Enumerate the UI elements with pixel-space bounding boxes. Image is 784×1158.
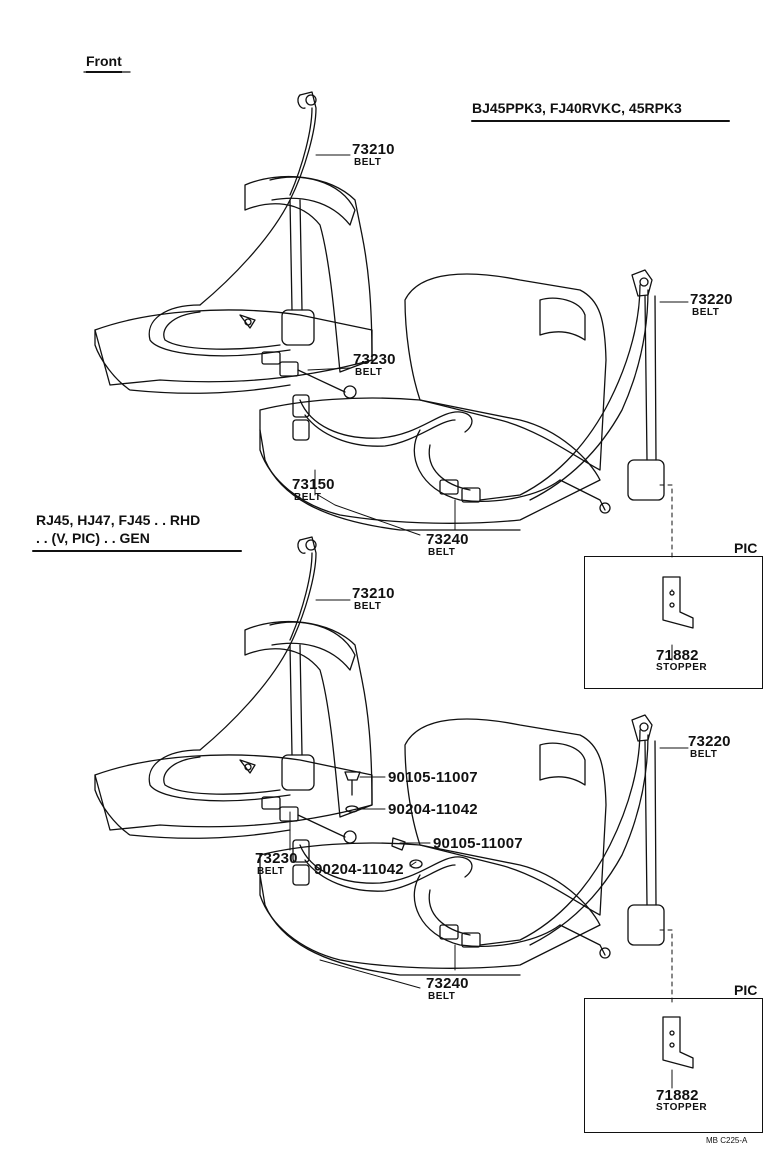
top-part-73150-name: BELT	[294, 492, 322, 503]
bottom-stopper-name: STOPPER	[656, 1102, 708, 1113]
bottom-part-73210-name: BELT	[354, 601, 382, 612]
top-leaders	[307, 154, 689, 661]
top-part-73150-number: 73150	[292, 476, 335, 493]
bottom-bolt-90105-2: 90105-11007	[433, 835, 523, 852]
bottom-part-73230-number: 73230	[255, 850, 298, 867]
top-part-73220-name: BELT	[692, 307, 720, 318]
footer-code: MB C225-A	[706, 1136, 748, 1145]
top-pic-box	[584, 556, 763, 689]
top-part-73210-number: 73210	[352, 141, 395, 158]
top-part-73240-name: BELT	[428, 547, 456, 558]
top-part-73220-number: 73220	[690, 291, 733, 308]
bottom-part-73220-name: BELT	[690, 749, 718, 760]
bottom-leaders	[289, 599, 689, 1089]
front-label: Front	[86, 53, 122, 73]
top-pic-title: PIC	[734, 540, 758, 556]
bottom-part-73210-number: 73210	[352, 585, 395, 602]
bottom-part-73220-number: 73220	[688, 733, 731, 750]
top-stopper-number: 71882	[656, 647, 699, 664]
bottom-part-73240-name: BELT	[428, 991, 456, 1002]
bottom-part-73240-number: 73240	[426, 975, 469, 992]
top-part-73230-number: 73230	[353, 351, 396, 368]
bottom-model-header-line2: . . (V, PIC) . . GEN	[36, 530, 150, 546]
top-part-73230-name: BELT	[355, 367, 383, 378]
bottom-washer-90204-1: 90204-11042	[388, 801, 478, 818]
stopper-bracket-top	[662, 576, 694, 629]
bottom-part-73230-name: BELT	[257, 866, 285, 877]
bottom-washer-90204-2: 90204-11042	[314, 861, 404, 878]
top-part-73210-name: BELT	[354, 157, 382, 168]
top-model-header: BJ45PPK3, FJ40RVKC, 45RPK3	[472, 100, 682, 116]
top-part-73240-number: 73240	[426, 531, 469, 548]
bottom-stopper-number: 71882	[656, 1087, 699, 1104]
hardware-bolts	[344, 771, 423, 869]
bottom-pic-box	[584, 998, 763, 1133]
bottom-model-header-line1: RJ45, HJ47, FJ45 . . RHD	[36, 512, 201, 528]
stopper-bracket-bottom	[662, 1016, 694, 1069]
top-stopper-name: STOPPER	[656, 662, 708, 673]
bottom-bolt-90105-1: 90105-11007	[388, 769, 478, 786]
bottom-pic-title: PIC	[734, 982, 758, 998]
